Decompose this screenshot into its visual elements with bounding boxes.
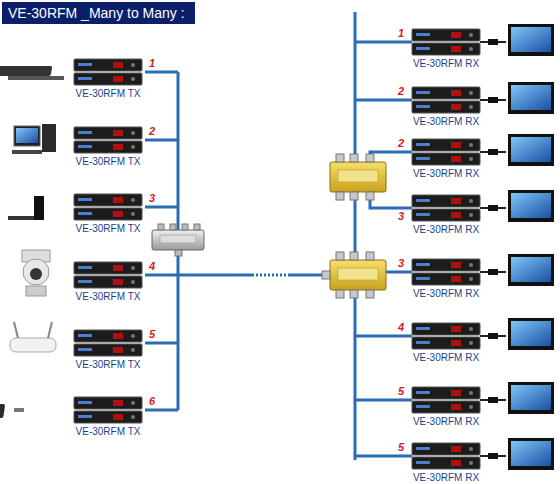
unit-label: VE-30RFM RX [404,168,488,180]
receiver-unit: VE-30RFM RX [404,258,488,304]
callout-number: 6 [149,395,155,407]
unit-label: VE-30RFM TX [66,223,150,235]
unit-label: VE-30RFM TX [66,426,150,438]
device-icon [411,86,481,114]
callout-number: 3 [398,210,404,222]
transmitter-unit: VE-30RFM TX [66,261,150,307]
transmitter-unit: VE-30RFM TX [66,329,150,375]
receiver-unit: VE-30RFM RX [404,28,488,74]
callout-number: 2 [398,137,404,149]
device-icon [411,442,481,470]
device-icon [73,396,143,424]
device-icon [73,126,143,154]
unit-label: VE-30RFM TX [66,156,150,168]
receiver-unit: VE-30RFM RX [404,138,488,184]
source-devices [0,66,64,418]
receiver-unit: VE-30RFM RX [404,442,488,484]
transmitter-unit: VE-30RFM TX [66,126,150,172]
unit-label: VE-30RFM RX [404,288,488,300]
callout-number: 2 [149,125,155,137]
unit-label: VE-30RFM RX [404,472,488,484]
transmitter-unit: VE-30RFM TX [66,193,150,239]
device-icon [411,194,481,222]
unit-label: VE-30RFM RX [404,58,488,70]
unit-label: VE-30RFM RX [404,352,488,364]
callout-number: 2 [398,85,404,97]
receiver-unit: VE-30RFM RX [404,322,488,368]
combiner-splitter [152,224,204,256]
unit-label: VE-30RFM RX [404,224,488,236]
device-icon [411,138,481,166]
yellow-splitter [330,154,386,200]
receiver-unit: VE-30RFM RX [404,194,488,240]
callout-number: 3 [149,192,155,204]
callout-number: 4 [149,260,155,272]
transmitter-unit: VE-30RFM TX [66,396,150,442]
device-icon [73,329,143,357]
callout-number: 1 [398,27,404,39]
tv-screens [480,24,554,470]
callout-number: 5 [398,441,404,453]
long-cable-break [252,274,290,277]
yellow-splitter [322,252,386,298]
coax-cable [145,12,412,460]
diagram-title: VE-30RFM _Many to Many : [2,2,195,24]
device-icon [411,28,481,56]
receiver-unit: VE-30RFM RX [404,386,488,432]
device-icon [73,193,143,221]
device-icon [411,258,481,286]
unit-label: VE-30RFM RX [404,116,488,128]
unit-label: VE-30RFM RX [404,416,488,428]
unit-label: VE-30RFM TX [66,359,150,371]
device-icon [411,322,481,350]
callout-number: 5 [149,328,155,340]
device-icon [73,261,143,289]
unit-label: VE-30RFM TX [66,88,150,100]
receiver-unit: VE-30RFM RX [404,86,488,132]
callout-number: 1 [149,57,155,69]
device-icon [411,386,481,414]
device-icon [73,58,143,86]
callout-number: 5 [398,385,404,397]
callout-number: 3 [398,257,404,269]
transmitter-unit: VE-30RFM TX [66,58,150,104]
unit-label: VE-30RFM TX [66,291,150,303]
callout-number: 4 [398,321,404,333]
